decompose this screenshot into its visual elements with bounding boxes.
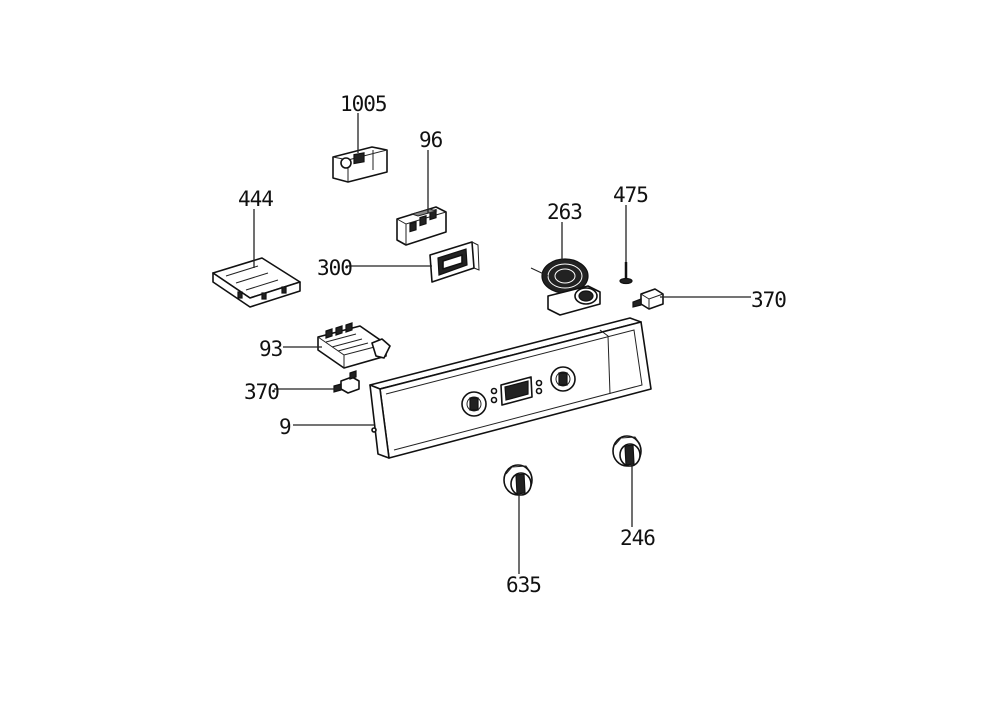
callout-635: 635 (506, 573, 541, 597)
callout-444: 444 (238, 187, 273, 211)
callout-370-right: 370 (751, 288, 786, 312)
part-246-knob (612, 435, 642, 467)
callout-96: 96 (419, 128, 443, 152)
part-370-clip-right (632, 288, 664, 310)
part-263-fan-assembly (530, 258, 601, 316)
part-475-screw (619, 262, 633, 285)
part-9-control-panel (369, 317, 652, 459)
part-370-clip-left (333, 370, 360, 394)
callout-246: 246 (620, 526, 655, 550)
part-635-knob (503, 464, 533, 496)
callout-370-left: 370 (244, 380, 279, 404)
callout-300: 300 (317, 256, 352, 280)
part-300-display-board (429, 241, 480, 283)
callout-9: 9 (279, 415, 291, 439)
part-96-control-module (396, 206, 447, 246)
callout-93: 93 (259, 337, 283, 361)
part-444-mounting-plate (212, 257, 301, 308)
callout-263: 263 (547, 200, 582, 224)
callout-475: 475 (613, 183, 648, 207)
callout-1005: 1005 (340, 92, 387, 116)
part-1005-bracket (332, 146, 388, 183)
part-93-terminal-block (317, 322, 391, 369)
